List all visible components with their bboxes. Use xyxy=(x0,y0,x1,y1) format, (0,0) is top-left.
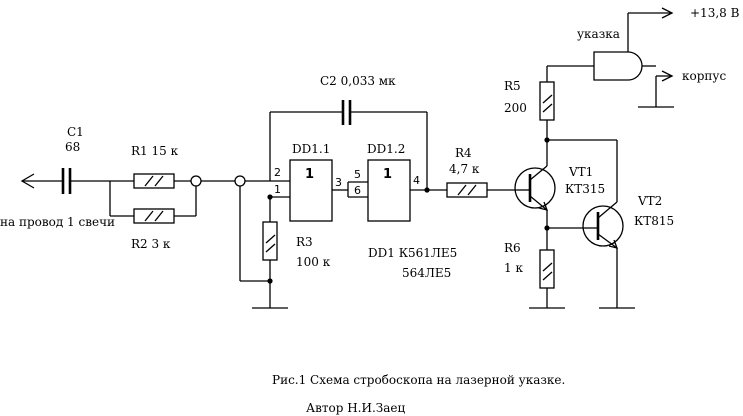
resistor-r5 xyxy=(539,66,618,202)
spark-wire-label: на провод 1 свечи xyxy=(0,215,115,229)
laser-pointer xyxy=(547,7,674,81)
pin-3: 3 xyxy=(335,176,342,189)
pin-5: 5 xyxy=(354,168,361,181)
r5-name: R5 xyxy=(504,79,521,93)
input-arrow xyxy=(20,173,62,189)
resistor-r3 xyxy=(252,221,288,309)
connector-terminals xyxy=(190,175,270,282)
capacitor-c2 xyxy=(270,100,427,125)
pin-6: 6 xyxy=(354,184,361,197)
resistor-r6 xyxy=(529,249,565,309)
gate-link xyxy=(347,181,368,198)
pin-1: 1 xyxy=(274,183,281,196)
pointer-label: указка xyxy=(577,27,620,41)
resistor-r4 xyxy=(446,182,517,198)
vt2-type: КТ815 xyxy=(634,214,674,228)
transistor-vt1 xyxy=(514,140,556,250)
r4-name: R4 xyxy=(455,146,472,160)
resistor-r1 xyxy=(109,173,191,216)
gate-dd11: 1 xyxy=(289,159,348,222)
dd1-type: DD1 К561ЛЕ5 xyxy=(368,246,457,260)
supply-label: +13,8 В xyxy=(690,6,740,20)
ground-terminal xyxy=(638,70,674,108)
r6-value: 1 к xyxy=(504,261,523,275)
dd11-name: DD1.1 xyxy=(292,142,330,156)
c1-value: 68 xyxy=(65,140,80,154)
transistor-vt2 xyxy=(582,201,635,309)
r5-value: 200 xyxy=(504,101,527,115)
pin-4: 4 xyxy=(413,174,420,187)
dd1-alt-type: 564ЛЕ5 xyxy=(402,266,451,280)
gate-dd12: 1 xyxy=(367,112,447,222)
c2-label: C2 0,033 мк xyxy=(320,74,396,88)
r1-label: R1 15 к xyxy=(131,144,179,158)
capacitor-c1 xyxy=(61,168,134,194)
vt1-type: КТ315 xyxy=(565,182,605,196)
resistor-r2 xyxy=(110,186,197,224)
c1-name: C1 xyxy=(67,125,84,139)
figure-caption: Рис.1 Схема стробоскопа на лазерной указ… xyxy=(272,373,565,387)
vt2-name: VT2 xyxy=(637,194,662,208)
dd12-name: DD1.2 xyxy=(367,142,405,156)
r3-value: 100 к xyxy=(296,255,331,269)
pin-2: 2 xyxy=(274,166,281,179)
vt2-base-wiring xyxy=(544,225,585,231)
ground-label: корпус xyxy=(682,69,726,83)
vt1-name: VT1 xyxy=(568,165,593,179)
r3-name: R3 xyxy=(296,235,313,249)
r6-name: R6 xyxy=(504,241,521,255)
dd11-input-wiring xyxy=(267,112,290,222)
r4-value: 4,7 к xyxy=(449,162,480,176)
r2-label: R2 3 к xyxy=(131,237,171,251)
gate-dd12-symbol: 1 xyxy=(383,167,392,182)
gate-dd11-symbol: 1 xyxy=(305,167,314,182)
author-credit: Автор Н.И.Заец xyxy=(306,401,405,415)
